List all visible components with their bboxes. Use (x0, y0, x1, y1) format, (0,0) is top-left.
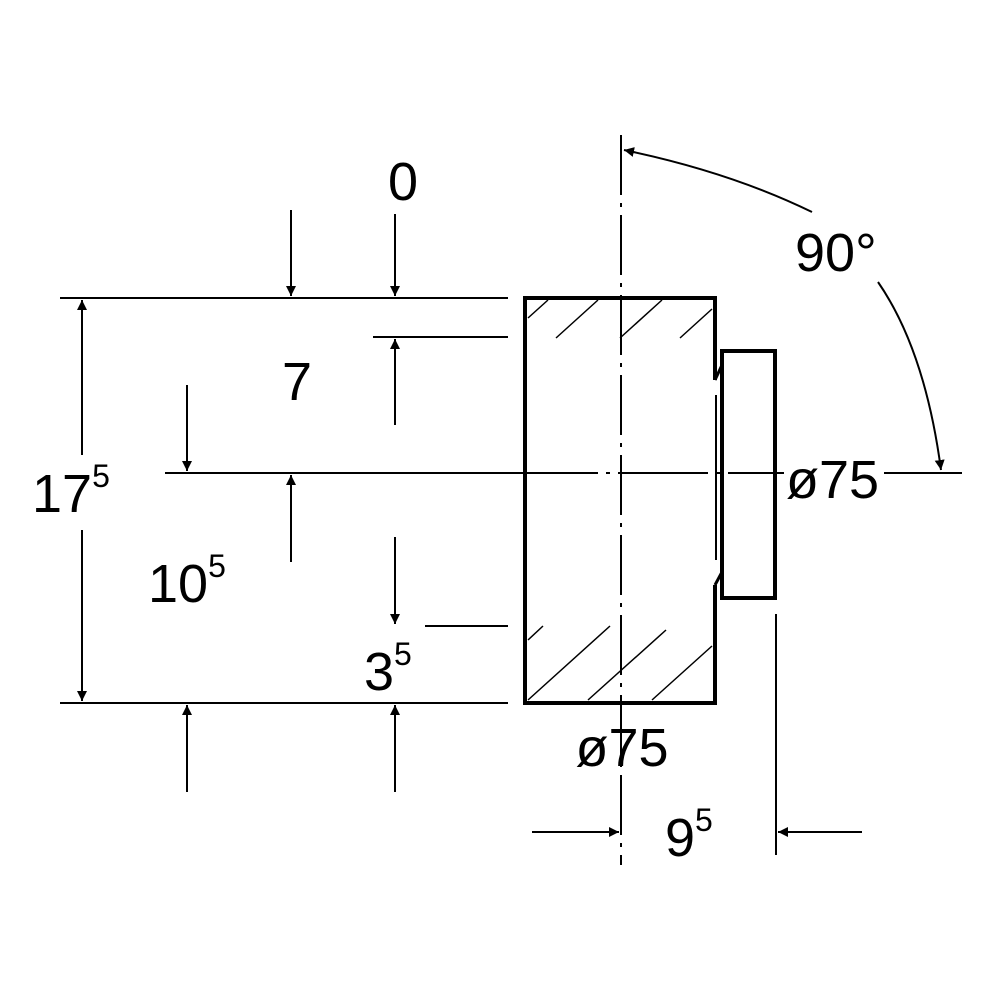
section-hatching (527, 299, 713, 701)
angle-arc-bottom (877, 281, 945, 471)
label-three-half: 35 (364, 636, 412, 702)
label-zero: 0 (388, 152, 418, 212)
label-nine-half: 95 (665, 802, 713, 868)
angle-arc-top (623, 147, 813, 213)
diameter-right-label-mask (784, 450, 884, 500)
body-outline (523, 296, 717, 705)
label-seven: 7 (282, 352, 312, 412)
label-total-height: 175 (32, 458, 110, 524)
center-lines (508, 135, 962, 865)
extension-lines (60, 297, 777, 855)
main-body (523, 296, 777, 705)
label-ten-half: 105 (148, 548, 226, 614)
angle-dimension (623, 147, 945, 471)
dimension-arrows (77, 210, 862, 837)
label-diameter-bottom: ø75 (575, 718, 668, 778)
label-diameter-right: ø75 (786, 450, 879, 510)
label-angle: 90° (795, 223, 877, 283)
dimension-labels: 0 7 175 105 35 95 ø75 ø75 90° (32, 152, 884, 868)
three-half-label-mask (362, 638, 424, 700)
spigot (720, 349, 777, 600)
